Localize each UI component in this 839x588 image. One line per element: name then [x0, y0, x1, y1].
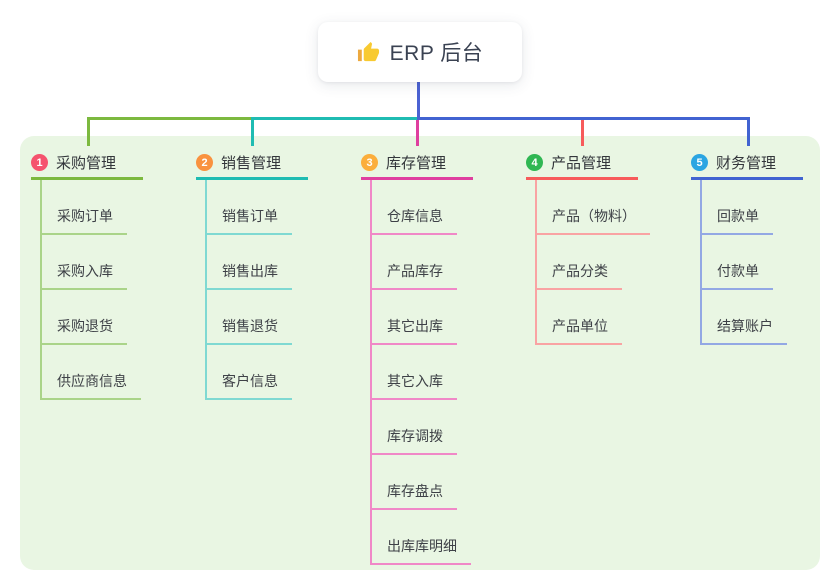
- child-node-row: 回款单: [700, 180, 803, 235]
- child-node[interactable]: 采购退货: [40, 316, 127, 345]
- child-node-row: 仓库信息: [370, 180, 473, 235]
- branch-product-header[interactable]: 4 产品管理: [526, 148, 638, 177]
- branch-children: 回款单 付款单 结算账户: [700, 180, 803, 345]
- branch-inventory: 3 库存管理 仓库信息 产品库存 其它出库 其它入库 库存调拨 库存盘点 出库库…: [361, 148, 473, 565]
- child-node[interactable]: 出库库明细: [370, 536, 471, 565]
- drop-line-sales: [251, 117, 254, 146]
- child-node[interactable]: 仓库信息: [370, 206, 457, 235]
- child-node[interactable]: 其它入库: [370, 371, 457, 400]
- child-node[interactable]: 产品单位: [535, 316, 622, 345]
- bus-line-finance: [418, 117, 750, 120]
- branch-number-badge: 1: [31, 154, 48, 171]
- child-node[interactable]: 销售出库: [205, 261, 292, 290]
- drop-line-product: [581, 117, 584, 146]
- branch-purchase-header[interactable]: 1 采购管理: [31, 148, 143, 177]
- child-node[interactable]: 供应商信息: [40, 371, 141, 400]
- branch-title: 销售管理: [221, 155, 282, 172]
- children-stem-line: [700, 180, 702, 345]
- child-node-row: 供应商信息: [40, 345, 143, 400]
- child-node-row: 产品分类: [535, 235, 638, 290]
- child-node-row: 库存盘点: [370, 455, 473, 510]
- child-node-row: 产品（物料）: [535, 180, 650, 235]
- child-node[interactable]: 其它出库: [370, 316, 457, 345]
- branch-number-badge: 3: [361, 154, 378, 171]
- drop-line-purchase: [87, 117, 90, 146]
- branch-number-badge: 2: [196, 154, 213, 171]
- child-node[interactable]: 采购入库: [40, 261, 127, 290]
- child-node-row: 销售退货: [205, 290, 308, 345]
- branch-underline: [361, 177, 473, 180]
- children-stem-line: [370, 180, 372, 565]
- branch-finance-header[interactable]: 5 财务管理: [691, 148, 803, 177]
- branch-children: 产品（物料） 产品分类 产品单位: [535, 180, 650, 345]
- child-node[interactable]: 库存盘点: [370, 481, 457, 510]
- children-stem-line: [40, 180, 42, 400]
- child-node-row: 库存调拨: [370, 400, 473, 455]
- child-node[interactable]: 付款单: [700, 261, 773, 290]
- branch-children: 销售订单 销售出库 销售退货 客户信息: [205, 180, 308, 400]
- child-node-row: 产品库存: [370, 235, 473, 290]
- branch-number-badge: 4: [526, 154, 543, 171]
- child-node[interactable]: 回款单: [700, 206, 773, 235]
- branch-sales: 2 销售管理 销售订单 销售出库 销售退货 客户信息: [196, 148, 308, 400]
- child-node[interactable]: 库存调拨: [370, 426, 457, 455]
- root-node-title: ERP 后台: [389, 42, 484, 65]
- child-node[interactable]: 客户信息: [205, 371, 292, 400]
- child-node-row: 结算账户: [700, 290, 803, 345]
- branch-number-badge: 5: [691, 154, 708, 171]
- child-node-row: 销售出库: [205, 235, 308, 290]
- child-node[interactable]: 销售退货: [205, 316, 292, 345]
- child-node[interactable]: 产品（物料）: [535, 206, 650, 235]
- child-node[interactable]: 采购订单: [40, 206, 127, 235]
- thumbs-up-icon: [357, 41, 379, 61]
- child-node-row: 付款单: [700, 235, 803, 290]
- branch-title: 库存管理: [386, 155, 447, 172]
- branch-title: 财务管理: [716, 155, 777, 172]
- children-stem-line: [535, 180, 537, 345]
- branch-underline: [196, 177, 308, 180]
- child-node-row: 采购订单: [40, 180, 143, 235]
- drop-line-finance: [747, 117, 750, 146]
- branch-title: 采购管理: [56, 155, 117, 172]
- branch-title: 产品管理: [551, 155, 612, 172]
- branch-children: 采购订单 采购入库 采购退货 供应商信息: [40, 180, 143, 400]
- branch-underline: [526, 177, 638, 180]
- child-node-row: 出库库明细: [370, 510, 473, 565]
- child-node-row: 采购入库: [40, 235, 143, 290]
- bus-line-sales: [251, 117, 419, 120]
- branch-finance: 5 财务管理 回款单 付款单 结算账户: [691, 148, 803, 345]
- child-node-row: 产品单位: [535, 290, 638, 345]
- child-node-row: 其它入库: [370, 345, 473, 400]
- child-node-row: 客户信息: [205, 345, 308, 400]
- child-node-row: 其它出库: [370, 290, 473, 345]
- child-node[interactable]: 结算账户: [700, 316, 787, 345]
- branch-sales-header[interactable]: 2 销售管理: [196, 148, 308, 177]
- root-connector-line: [417, 82, 420, 120]
- child-node[interactable]: 产品库存: [370, 261, 457, 290]
- branch-purchase: 1 采购管理 采购订单 采购入库 采购退货 供应商信息: [31, 148, 143, 400]
- branch-product: 4 产品管理 产品（物料） 产品分类 产品单位: [526, 148, 650, 345]
- branch-underline: [691, 177, 803, 180]
- branch-children: 仓库信息 产品库存 其它出库 其它入库 库存调拨 库存盘点 出库库明细: [370, 180, 473, 565]
- root-node[interactable]: ERP 后台: [318, 22, 522, 82]
- children-stem-line: [205, 180, 207, 400]
- child-node-row: 销售订单: [205, 180, 308, 235]
- drop-line-inventory: [416, 120, 419, 146]
- branch-inventory-header[interactable]: 3 库存管理: [361, 148, 473, 177]
- branch-underline: [31, 177, 143, 180]
- child-node-row: 采购退货: [40, 290, 143, 345]
- child-node[interactable]: 销售订单: [205, 206, 292, 235]
- bus-line-purchase: [87, 117, 253, 120]
- child-node[interactable]: 产品分类: [535, 261, 622, 290]
- branches-panel: [20, 136, 820, 570]
